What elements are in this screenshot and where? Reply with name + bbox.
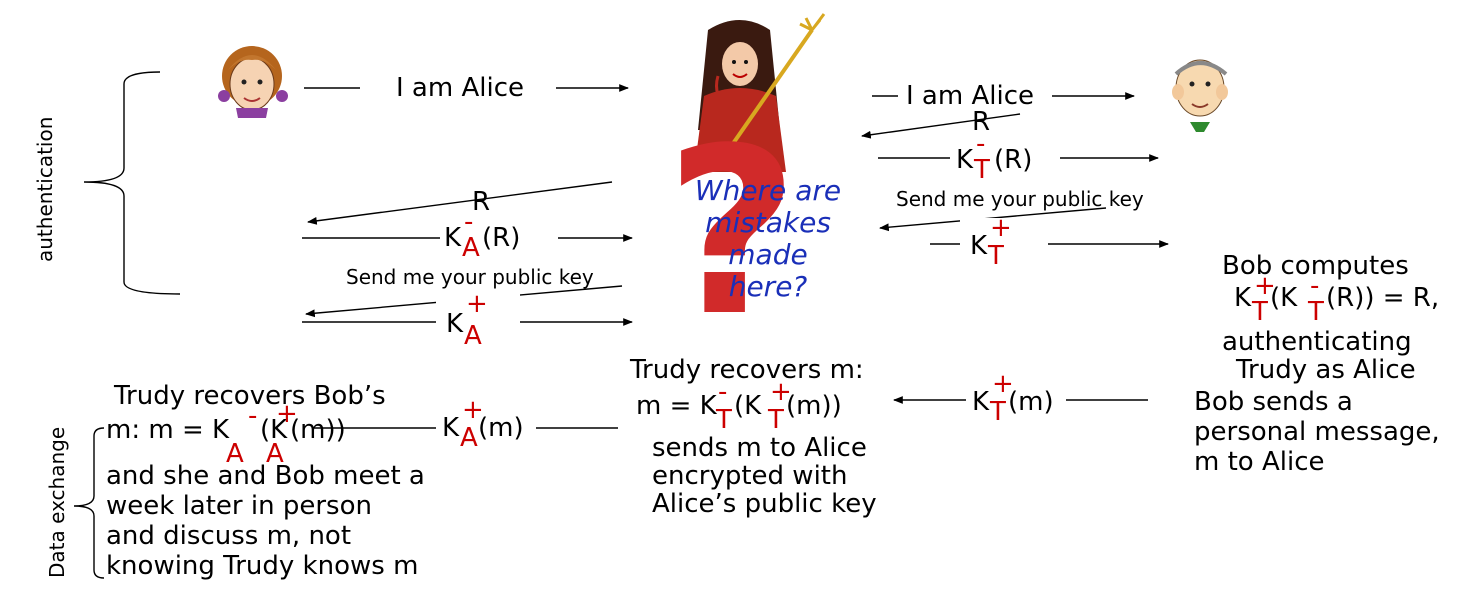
bob-computes-formula-t1: T <box>1251 297 1268 327</box>
bob-sends-line-2: personal message, <box>1194 417 1440 447</box>
trudy-recovers-formula-b: (K <box>734 391 762 421</box>
trudy-recovers-bob-line-1: Trudy recovers Bob’s <box>113 381 386 411</box>
arrow-trudy-alice-r <box>307 181 613 225</box>
trudy-recovers-bob-s1: - <box>248 401 257 431</box>
question-line-3: made <box>728 238 807 271</box>
bob-computes-formula-t2: T <box>1307 297 1324 327</box>
bob-computes-block: Bob computes K + T (K - T (R)) = R, auth… <box>1222 251 1439 385</box>
label-k-minus-t-r-sign: - <box>976 129 985 159</box>
bob-computes-formula-end: (R)) = R, <box>1326 283 1439 313</box>
trudy-recovers-bob-line-4: week later in person <box>106 491 372 521</box>
bob-computes-line-1: Bob computes <box>1222 251 1409 281</box>
bob-sends-block: Bob sends a personal message, m to Alice <box>1194 387 1440 477</box>
question-line-4: here? <box>729 270 808 303</box>
bob-computes-formula-s2: - <box>1310 271 1319 301</box>
trudy-recovers-bob-s2: + <box>276 399 298 429</box>
label-k-minus-t-r-sub: T <box>973 155 990 185</box>
trudy-recovers-line-5: Alice’s public key <box>652 489 877 519</box>
label-k-plus-t-m-sign: + <box>992 369 1014 399</box>
bob-computes-formula-mid: (K <box>1270 283 1298 313</box>
alice-icon <box>218 46 288 118</box>
bob-computes-line-3: authenticating <box>1222 327 1412 357</box>
label-k-plus-a-sign: + <box>466 289 488 319</box>
trudy-recovers-bob-formula-c: (m)) <box>290 415 346 445</box>
label-k-plus-t-sign: + <box>990 213 1012 243</box>
trudy-recovers-bob-line-6: knowing Trudy knows m <box>106 551 418 581</box>
trudy-recovers-t2: T <box>767 405 784 435</box>
trudy-recovers-t1: T <box>715 405 732 435</box>
label-k-minus-a-r-sub: A <box>462 233 480 263</box>
trudy-recovers-bob-formula-b: (K <box>260 415 288 445</box>
trudy-recovers-bob-line-3: and she and Bob meet a <box>106 461 425 491</box>
bob-sends-line-1: Bob sends a <box>1194 387 1353 417</box>
bob-computes-line-4: Trudy as Alice <box>1235 355 1416 385</box>
trudy-recovers-line-4: encrypted with <box>652 461 847 491</box>
trudy-recovers-block: Trudy recovers m: m = K - T (K + T (m)) … <box>629 355 877 519</box>
label-k-plus-a-sub: A <box>464 321 482 351</box>
question-line-2: mistakes <box>705 206 831 239</box>
label-send-pubkey-bob: Send me your public key <box>896 187 1144 211</box>
trudy-icon <box>694 13 826 172</box>
data-exchange-brace <box>73 427 105 579</box>
label-k-plus-a-k: K <box>446 309 464 339</box>
trudy-recovers-bob-a1: A <box>226 439 244 469</box>
trudy-recovers-formula-a: m = K <box>636 391 718 421</box>
label-r-bob: R <box>972 107 990 137</box>
bob-icon <box>1172 59 1228 132</box>
question-mark-icon: ? <box>665 100 798 367</box>
bob-computes-formula-k1: K <box>1234 283 1252 313</box>
label-send-pubkey-alice: Send me your public key <box>346 265 594 289</box>
label-k-minus-a-r-k: K <box>444 223 462 253</box>
label-i-am-alice-2: I am Alice <box>906 81 1034 111</box>
label-k-plus-a-m-k: K <box>442 413 460 443</box>
trudy-recovers-s2: + <box>770 377 792 407</box>
label-r-alice: R <box>472 187 490 217</box>
label-k-plus-t-m-k: K <box>972 387 990 417</box>
label-k-plus-a-m-sign: + <box>462 395 484 425</box>
label-k-plus-t-sub: T <box>987 241 1004 271</box>
label-k-minus-a-r-arg: (R) <box>482 223 520 253</box>
bob-computes-formula-s1: + <box>1254 271 1276 301</box>
trudy-recovers-bob-block: Trudy recovers Bob’s m: m = K - A (K + A… <box>106 381 425 581</box>
label-k-plus-t-m-arg: (m) <box>1008 387 1054 417</box>
question-line-1: Where are <box>695 174 841 207</box>
label-k-minus-t-r-k: K <box>956 145 974 175</box>
authentication-label: authentication <box>33 117 57 262</box>
question-text: Where are mistakes made here? <box>695 174 841 303</box>
arrow-bob-trudy-r <box>861 113 1021 139</box>
label-k-plus-a-m-sub: A <box>460 423 478 453</box>
trudy-recovers-line-1: Trudy recovers m: <box>629 355 864 385</box>
label-k-plus-t-m-sub: T <box>989 397 1006 427</box>
trudy-recovers-line-3: sends m to Alice <box>652 433 867 463</box>
trudy-recovers-bob-a2: A <box>266 439 284 469</box>
trudy-recovers-s1: - <box>718 377 727 407</box>
authentication-brace <box>83 71 181 295</box>
label-k-plus-t-k: K <box>970 231 988 261</box>
bob-sends-line-3: m to Alice <box>1194 447 1324 477</box>
label-k-plus-a-m-arg: (m) <box>478 413 524 443</box>
trudy-recovers-bob-line-5: and discuss m, not <box>106 521 351 551</box>
trudy-recovers-formula-c: (m)) <box>786 391 842 421</box>
trudy-recovers-bob-formula-a: m: m = K <box>106 415 230 445</box>
label-k-minus-t-r-arg: (R) <box>994 145 1032 175</box>
label-k-minus-a-r-sign: - <box>464 207 473 237</box>
label-i-am-alice-1: I am Alice <box>396 73 524 103</box>
data-exchange-label: Data exchange <box>45 427 69 578</box>
